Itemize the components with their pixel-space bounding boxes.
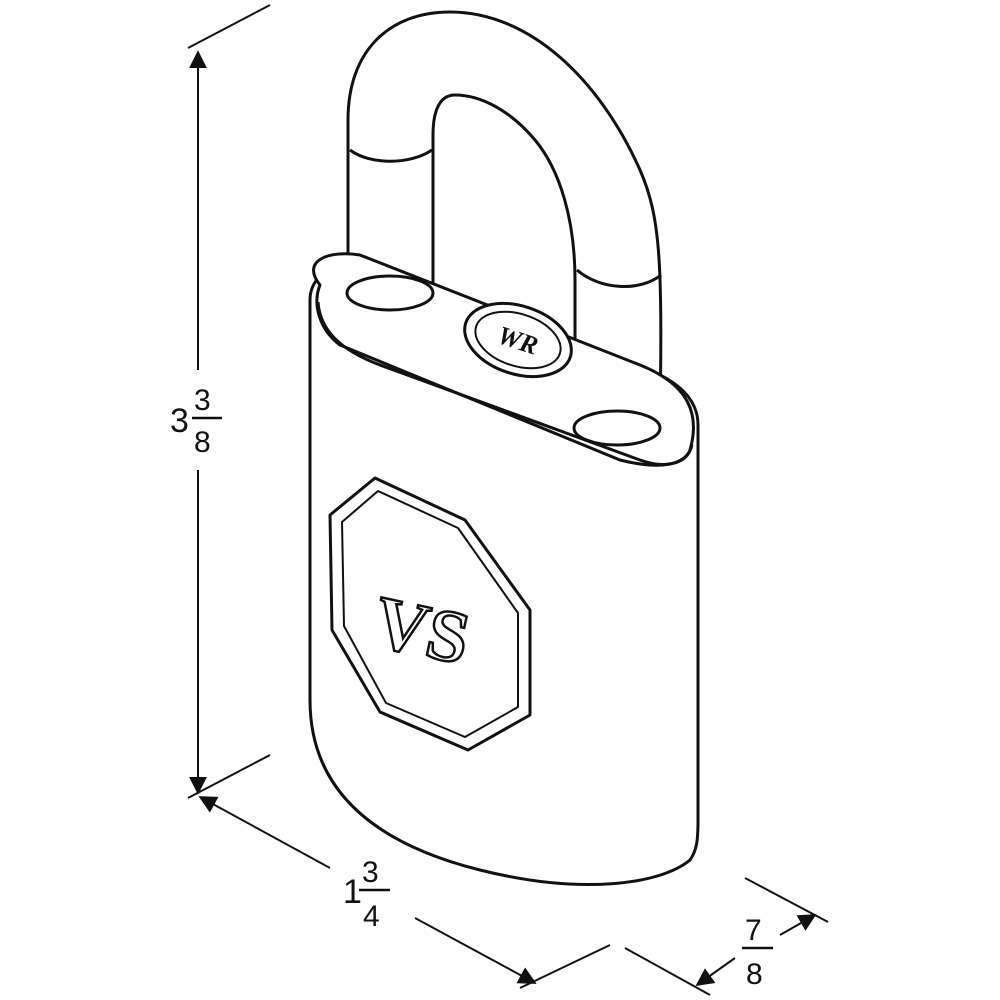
height-ext-top — [187, 4, 271, 49]
shackle-band-right — [576, 268, 662, 288]
top-mark: WR — [463, 301, 573, 379]
height-label: 3 3 8 — [170, 384, 222, 459]
top-mark-inner — [474, 310, 562, 370]
width-dimension — [198, 796, 611, 989]
depth-numerator: 7 — [745, 914, 762, 947]
width-whole: 1 — [343, 873, 362, 911]
shackle-outer — [346, 10, 663, 432]
width-label: 1 3 4 — [343, 856, 390, 933]
depth-line-left — [695, 957, 736, 987]
width-denominator: 4 — [363, 900, 380, 933]
width-line-left — [198, 796, 331, 869]
height-whole: 3 — [170, 402, 189, 440]
width-numerator: 3 — [362, 856, 379, 889]
width-line-right — [414, 917, 537, 984]
front-logo: VS — [328, 476, 532, 752]
shackle-right-leg-top — [572, 409, 662, 447]
depth-dimension — [624, 877, 829, 996]
height-dimension — [187, 4, 271, 799]
depth-label: 7 8 — [742, 914, 773, 991]
depth-denominator: 8 — [746, 958, 763, 991]
logo-octagon-inner — [341, 490, 519, 738]
logo-octagon-outer — [328, 476, 532, 752]
shackle-band-left — [349, 148, 433, 163]
logo-text: VS — [367, 581, 477, 681]
depth-line-right — [779, 914, 817, 936]
lock-body-top-rim — [316, 301, 694, 466]
shackle-left-leg-top — [345, 274, 435, 312]
height-ext-bottom — [187, 754, 271, 799]
height-denominator: 8 — [194, 426, 211, 459]
depth-ext-left — [624, 947, 711, 996]
height-numerator: 3 — [194, 384, 211, 417]
